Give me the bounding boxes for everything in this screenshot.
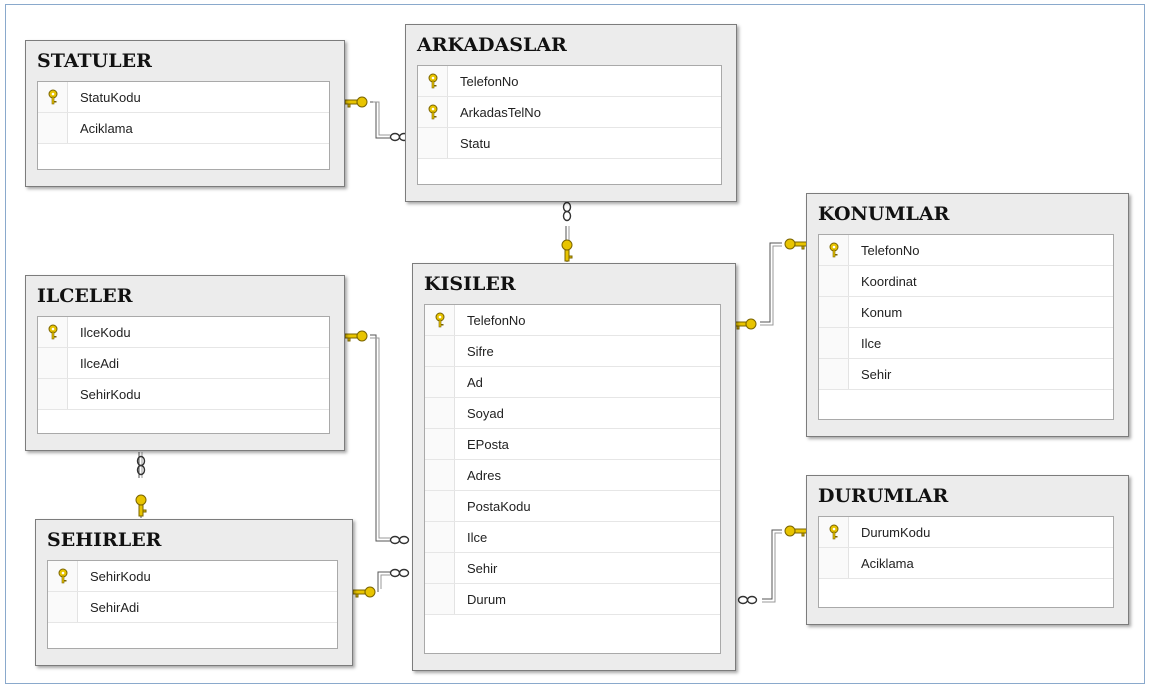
- column-row[interactable]: SehirKodu: [48, 561, 337, 592]
- table-title: ARKADASLAR: [417, 34, 567, 56]
- column-row[interactable]: TelefonNo: [819, 235, 1113, 266]
- column-row[interactable]: Sehir: [819, 359, 1113, 390]
- column-row[interactable]: Konum: [819, 297, 1113, 328]
- column-row[interactable]: Aciklama: [819, 548, 1113, 579]
- column-name: Soyad: [467, 405, 504, 421]
- column-name: Konum: [861, 304, 903, 320]
- primary-key-icon: [819, 517, 849, 547]
- table-konumlar[interactable]: KONUMLAR TelefonNo Koordinat Konum Ilce …: [806, 193, 1129, 437]
- column-row[interactable]: Statu: [418, 128, 721, 159]
- column-name: SehirAdi: [90, 599, 140, 615]
- column-name: Aciklama: [861, 555, 914, 571]
- column-name: IlceAdi: [80, 355, 120, 371]
- column-name: ArkadasTelNo: [460, 104, 541, 120]
- table-statuler[interactable]: STATULER StatuKodu Aciklama: [25, 40, 345, 187]
- column-name: SehirKodu: [90, 568, 151, 584]
- column-name: TelefonNo: [467, 312, 526, 328]
- column-name: TelefonNo: [460, 73, 519, 89]
- primary-key-icon: [418, 66, 448, 96]
- column-row[interactable]: StatuKodu: [38, 82, 329, 113]
- column-grid: StatuKodu Aciklama: [37, 81, 330, 170]
- table-title: SEHIRLER: [47, 529, 162, 551]
- column-grid: TelefonNo Koordinat Konum Ilce Sehir: [818, 234, 1114, 420]
- column-name: Durum: [467, 591, 507, 607]
- column-name: Sehir: [861, 366, 892, 382]
- primary-key-icon: [38, 82, 68, 112]
- table-sehirler[interactable]: SEHIRLER SehirKodu SehirAdi: [35, 519, 353, 666]
- column-name: Ilce: [861, 335, 882, 351]
- column-name: Ad: [467, 374, 483, 390]
- column-row[interactable]: IlceKodu: [38, 317, 329, 348]
- column-name: TelefonNo: [861, 242, 920, 258]
- column-name: Statu: [460, 135, 491, 151]
- column-name: EPosta: [467, 436, 509, 452]
- table-title: STATULER: [37, 50, 152, 72]
- primary-key-icon: [425, 305, 455, 335]
- column-name: Adres: [467, 467, 501, 483]
- column-name: Aciklama: [80, 120, 133, 136]
- table-title: KONUMLAR: [818, 203, 950, 225]
- table-title: DURUMLAR: [818, 485, 949, 507]
- column-row[interactable]: Sehir: [425, 553, 720, 584]
- primary-key-icon: [418, 97, 448, 127]
- column-name: IlceKodu: [80, 324, 131, 340]
- column-grid: IlceKodu IlceAdi SehirKodu: [37, 316, 330, 434]
- column-name: StatuKodu: [80, 89, 141, 105]
- column-name: SehirKodu: [80, 386, 141, 402]
- column-row[interactable]: TelefonNo: [425, 305, 720, 336]
- column-row[interactable]: Aciklama: [38, 113, 329, 144]
- column-row[interactable]: Sifre: [425, 336, 720, 367]
- column-row[interactable]: SehirAdi: [48, 592, 337, 623]
- table-ilceler[interactable]: ILCELER IlceKodu IlceAdi SehirKodu: [25, 275, 345, 451]
- column-row[interactable]: Adres: [425, 460, 720, 491]
- column-row[interactable]: TelefonNo: [418, 66, 721, 97]
- table-kisiler[interactable]: KISILER TelefonNo Sifre Ad Soyad EPosta …: [412, 263, 736, 671]
- column-name: Sehir: [467, 560, 498, 576]
- column-grid: TelefonNo Sifre Ad Soyad EPosta Adres Po…: [424, 304, 721, 654]
- table-title: ILCELER: [37, 285, 133, 307]
- column-grid: TelefonNo ArkadasTelNo Statu: [417, 65, 722, 185]
- column-name: DurumKodu: [861, 524, 931, 540]
- column-row[interactable]: SehirKodu: [38, 379, 329, 410]
- column-name: Sifre: [467, 343, 494, 359]
- column-row[interactable]: Ilce: [819, 328, 1113, 359]
- column-row[interactable]: Ad: [425, 367, 720, 398]
- column-row[interactable]: Ilce: [425, 522, 720, 553]
- column-row[interactable]: Soyad: [425, 398, 720, 429]
- table-arkadaslar[interactable]: ARKADASLAR TelefonNo ArkadasTelNo Statu: [405, 24, 737, 202]
- column-name: Koordinat: [861, 273, 917, 289]
- column-row[interactable]: Koordinat: [819, 266, 1113, 297]
- primary-key-icon: [48, 561, 78, 591]
- table-title: KISILER: [424, 273, 516, 295]
- column-row[interactable]: PostaKodu: [425, 491, 720, 522]
- column-row[interactable]: EPosta: [425, 429, 720, 460]
- column-row[interactable]: DurumKodu: [819, 517, 1113, 548]
- table-durumlar[interactable]: DURUMLAR DurumKodu Aciklama: [806, 475, 1129, 625]
- column-row[interactable]: Durum: [425, 584, 720, 615]
- column-row[interactable]: IlceAdi: [38, 348, 329, 379]
- primary-key-icon: [38, 317, 68, 347]
- column-name: Ilce: [467, 529, 488, 545]
- column-name: PostaKodu: [467, 498, 531, 514]
- column-grid: DurumKodu Aciklama: [818, 516, 1114, 608]
- column-row[interactable]: ArkadasTelNo: [418, 97, 721, 128]
- column-grid: SehirKodu SehirAdi: [47, 560, 338, 649]
- primary-key-icon: [819, 235, 849, 265]
